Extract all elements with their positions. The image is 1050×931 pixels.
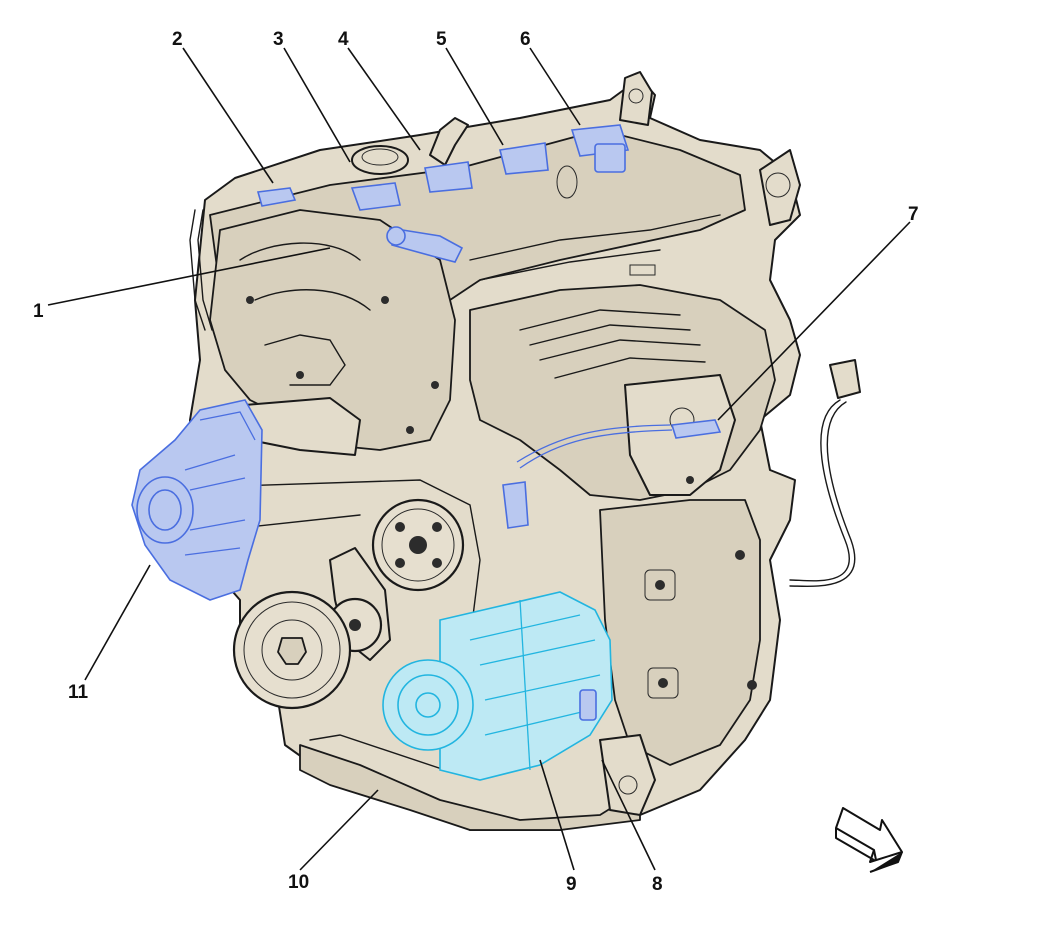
alternator [131, 399, 263, 601]
callout-7: 7 [908, 204, 919, 225]
callout-2: 2 [172, 29, 183, 50]
leader-lines [47, 47, 911, 871]
cam-sensor [256, 187, 297, 207]
vvt-solenoid [386, 226, 464, 263]
ac-compressor [382, 591, 613, 781]
accessory-drive [174, 479, 481, 771]
callout-1: 1 [33, 301, 44, 322]
callout-8: 8 [652, 874, 663, 895]
callout-9: 9 [566, 874, 577, 895]
ignition-coils [350, 124, 630, 211]
callout-11: 11 [68, 682, 89, 703]
callout-4: 4 [338, 29, 349, 50]
callout-10: 10 [288, 872, 309, 893]
direction-arrow-icon [835, 807, 903, 873]
callout-labels: 1 2 3 4 5 6 7 8 9 10 11 [33, 29, 919, 895]
oxygen-sensor [502, 359, 861, 587]
callout-3: 3 [273, 29, 284, 50]
callout-5: 5 [436, 29, 447, 50]
callout-6: 6 [520, 29, 531, 50]
